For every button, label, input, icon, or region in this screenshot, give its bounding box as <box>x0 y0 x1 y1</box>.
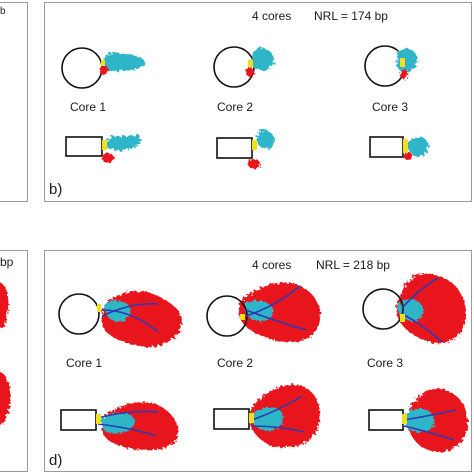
linker-dna-cyan <box>252 47 274 71</box>
panel-b-core1-label: Core 1 <box>70 100 107 114</box>
linker-trace-blue <box>101 302 159 317</box>
panel-d-core3-label: Core 3 <box>367 356 404 370</box>
panel-b-core2-label: Core 2 <box>217 100 254 114</box>
panel-b-label: b) <box>49 181 63 198</box>
histone-tail-red <box>400 69 408 79</box>
linker-trace-blue <box>401 277 439 309</box>
panel-b-core1-side-view <box>65 134 141 163</box>
linker-trace-blue <box>403 409 457 421</box>
tail-marker-yellow <box>400 314 405 322</box>
panel-d-header-cores: 4 cores <box>252 258 292 272</box>
histone-tail-cloud-red <box>0 282 9 329</box>
nucleosome-core-side <box>368 409 404 431</box>
left-partial-panel-top <box>0 2 28 202</box>
nucleosome-core-disk <box>362 288 404 330</box>
panel-d-core2-side-view <box>213 384 320 448</box>
left-partial-text-bottom: bp <box>0 255 14 269</box>
histone-tail-red <box>100 65 108 75</box>
nucleosome-core-side <box>216 137 253 159</box>
panel-d-core3-side-view <box>368 388 468 452</box>
linker-dna-cyan <box>104 52 145 71</box>
panel-d-core3-top-view <box>362 273 466 344</box>
linker-trace-blue <box>245 309 307 331</box>
tail-marker-yellow <box>400 58 405 67</box>
histone-tail-red <box>102 153 114 163</box>
linker-trace-blue <box>97 423 157 437</box>
tail-marker-yellow <box>101 60 105 66</box>
tail-marker-yellow <box>96 414 101 424</box>
panel-d-label: d) <box>49 452 63 469</box>
left-partial-text-top: b <box>0 6 6 17</box>
tail-marker-yellow <box>403 139 408 153</box>
left-partial-red-clouds <box>0 282 11 425</box>
panel-b-core2-top-view <box>213 46 274 88</box>
panel-b-core3-side-view <box>369 136 429 160</box>
histone-tail-cloud-red <box>407 388 468 452</box>
tail-marker-yellow <box>248 60 253 67</box>
panel-d-header-nrl: NRL = 218 bp <box>316 258 390 272</box>
linker-dna-cyan <box>104 134 141 151</box>
linker-trace-blue <box>401 313 443 343</box>
nucleosome-core-side <box>369 136 404 158</box>
linker-dna-cyan <box>256 129 275 149</box>
nucleosome-core-side <box>65 136 103 157</box>
panel-d-core2-label: Core 2 <box>217 356 254 370</box>
panel-b-core1-top-view <box>61 47 145 89</box>
panel-b-core3-label: Core 3 <box>372 100 409 114</box>
tail-marker-yellow <box>252 140 257 150</box>
histone-tail-red <box>246 67 254 77</box>
tail-marker-yellow <box>102 140 107 150</box>
linker-dna-cyan <box>251 406 284 431</box>
linker-dna-cyan <box>407 137 429 157</box>
linker-trace-blue <box>97 410 159 419</box>
histone-tail-red <box>404 152 412 160</box>
linker-dna-cyan <box>396 48 418 72</box>
linker-trace-blue <box>251 395 303 421</box>
panel-b-header-cores: 4 cores <box>252 9 292 23</box>
histone-tail-red <box>248 159 260 169</box>
nucleosome-core-disk <box>58 293 100 335</box>
histone-tail-cloud-red <box>238 282 321 342</box>
nucleosome-core-side <box>213 408 250 430</box>
tail-marker-yellow <box>249 413 254 423</box>
tail-marker-yellow <box>402 414 407 424</box>
linker-trace-blue <box>251 425 305 433</box>
panel-d-core1-label: Core 1 <box>66 356 103 370</box>
nucleosome-core-side <box>60 409 97 431</box>
histone-tail-cloud-red <box>396 273 466 344</box>
panel-d-core1-top-view <box>58 291 182 347</box>
panel-d-core1-side-view <box>60 402 179 450</box>
panel-b <box>44 2 472 202</box>
panel-b-header-nrl: NRL = 174 bp <box>314 9 388 23</box>
panel-b-core2-side-view <box>216 129 275 169</box>
linker-trace-blue <box>245 285 301 317</box>
panel-d-core2-top-view <box>206 282 321 342</box>
linker-trace-blue <box>403 425 455 441</box>
panel-b-core3-top-view <box>364 45 418 87</box>
tail-marker-yellow <box>97 304 101 312</box>
linker-dna-cyan <box>403 408 435 433</box>
nucleosome-core-disk <box>61 47 103 89</box>
linker-trace-blue <box>101 309 159 333</box>
tail-marker-yellow <box>240 314 245 320</box>
histone-tail-cloud-red <box>0 372 11 425</box>
